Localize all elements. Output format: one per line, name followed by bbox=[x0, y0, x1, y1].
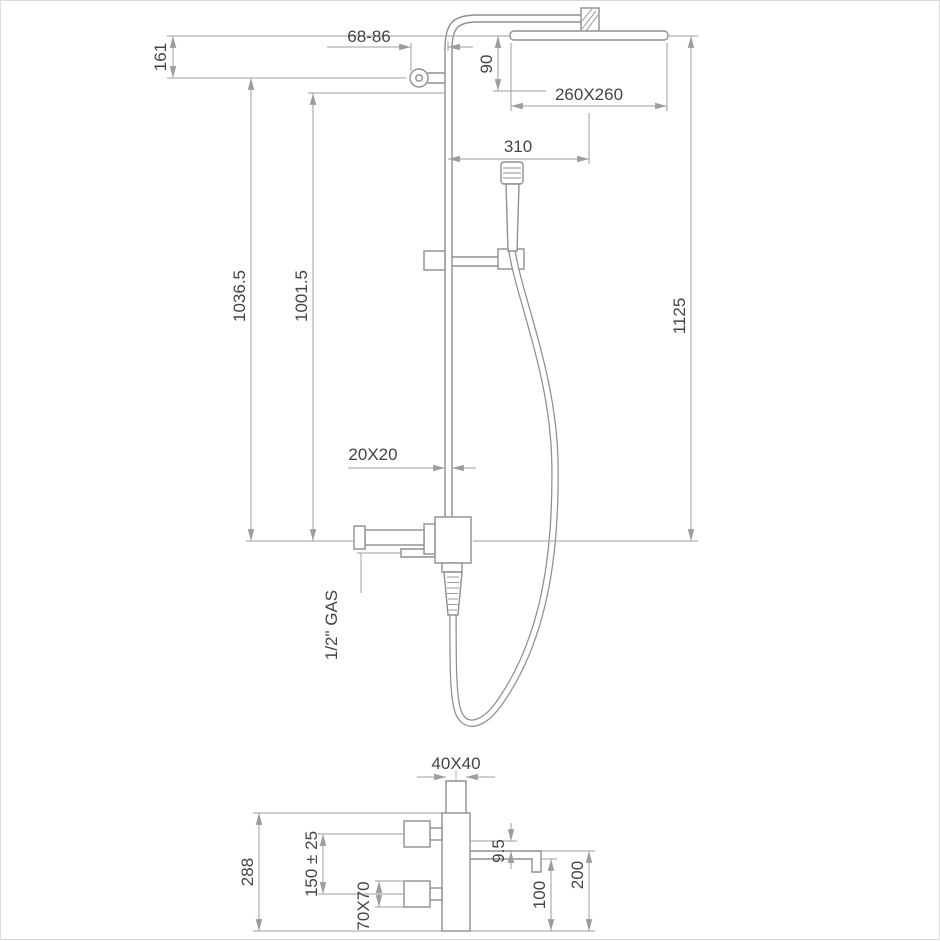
riser-pole bbox=[444, 48, 453, 518]
dimension-200: 200 bbox=[568, 851, 593, 931]
dimension-70x70: 70X70 bbox=[354, 881, 383, 931]
dim-label-150: 150 ± 25 bbox=[302, 831, 321, 897]
dim-label-90: 90 bbox=[477, 55, 496, 74]
hose-nut bbox=[441, 562, 463, 573]
dim-label-70x70: 70X70 bbox=[354, 881, 373, 930]
gas-connection-label: 1/2" GAS bbox=[322, 590, 341, 660]
dimension-1036-5: 1036.5 bbox=[230, 78, 255, 541]
dim-label-200: 200 bbox=[568, 861, 587, 889]
wall-bracket bbox=[409, 68, 446, 88]
extension-lines-top bbox=[167, 35, 698, 593]
dim-label-40x40: 40X40 bbox=[431, 754, 480, 773]
dim-label-68-86: 68-86 bbox=[347, 27, 390, 46]
mixer-pipe bbox=[445, 770, 467, 814]
mixer-bottom-handle bbox=[403, 880, 443, 908]
dimension-1001-5: 1001.5 bbox=[292, 93, 317, 541]
dimension-150: 150 ± 25 bbox=[302, 831, 327, 897]
dimension-288: 288 bbox=[238, 813, 263, 931]
dimension-9-5: 9.5 bbox=[489, 823, 515, 869]
dimension-40x40: 40X40 bbox=[417, 754, 495, 781]
dimension-260x260: 260X260 bbox=[511, 85, 667, 110]
dim-label-9-5: 9.5 bbox=[489, 839, 508, 863]
shower-column-view: 161 68-86 90 260X260 310 1036.5 1001.5 bbox=[151, 7, 698, 727]
dimension-68-86: 68-86 bbox=[327, 27, 473, 51]
dimension-20x20: 20X20 bbox=[348, 445, 476, 472]
gas-label: 1/2" GAS bbox=[322, 590, 341, 660]
valve-handle-cap bbox=[353, 525, 366, 550]
dim-label-1001-5: 1001.5 bbox=[292, 270, 311, 322]
dimension-100: 100 bbox=[530, 859, 555, 931]
dim-label-100: 100 bbox=[530, 881, 549, 909]
dim-label-260x260: 260X260 bbox=[555, 85, 623, 104]
valve-adapter bbox=[423, 523, 436, 555]
dimension-90: 90 bbox=[477, 36, 502, 91]
hand-shower bbox=[500, 161, 524, 252]
dimension-1125: 1125 bbox=[670, 36, 695, 541]
slider-knob bbox=[423, 250, 446, 271]
mixer-spout bbox=[469, 850, 542, 873]
dim-label-1125: 1125 bbox=[670, 298, 689, 335]
dimension-161: 161 bbox=[151, 36, 177, 78]
dimension-310: 310 bbox=[448, 137, 589, 163]
shower-hose bbox=[449, 250, 559, 727]
valve-body bbox=[434, 516, 472, 564]
dim-label-1036-5: 1036.5 bbox=[230, 270, 249, 322]
dim-label-288: 288 bbox=[238, 858, 257, 886]
rain-shower-head bbox=[509, 30, 669, 41]
dim-label-20x20: 20X20 bbox=[348, 445, 397, 464]
hand-shower-holder bbox=[423, 248, 525, 271]
head-connector bbox=[580, 7, 600, 33]
dim-label-310: 310 bbox=[504, 137, 532, 156]
mixer-top-handle bbox=[403, 820, 443, 848]
mixer-detail-view: 40X40 288 150 ± 25 70X70 9.5 100 200 bbox=[238, 754, 595, 932]
mixer-body bbox=[441, 812, 471, 932]
dim-label-161: 161 bbox=[151, 43, 170, 71]
shower-arm bbox=[444, 14, 600, 50]
mixer-valve bbox=[353, 516, 472, 616]
valve-handle bbox=[364, 529, 425, 546]
